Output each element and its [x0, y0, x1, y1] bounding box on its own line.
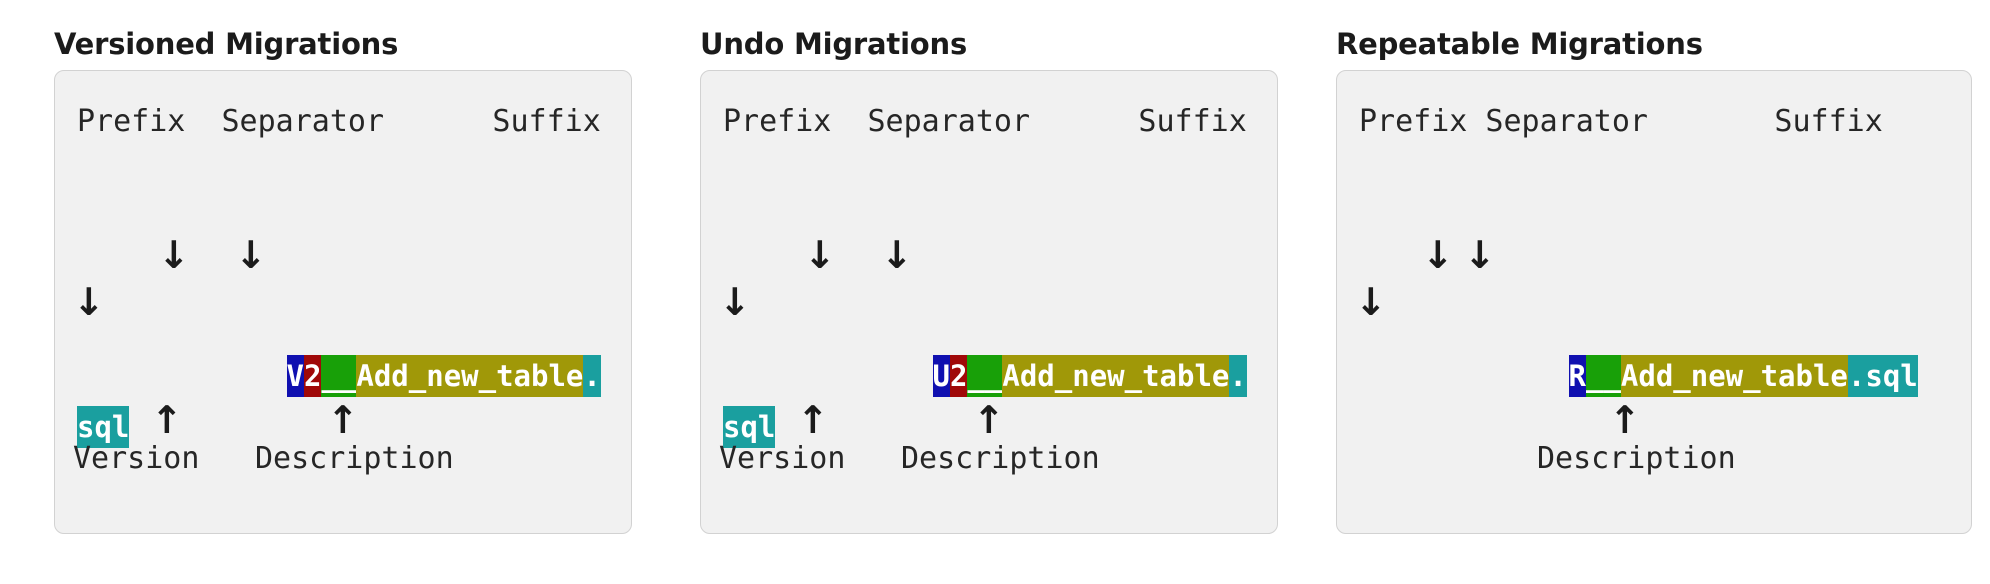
up-arrow-description: ↑ [327, 398, 359, 442]
card-title-undo: Undo Migrations [700, 27, 968, 61]
filename-segment-prefix: U [932, 355, 950, 397]
down-arrow-separator: ↓ [1422, 233, 1454, 277]
filename-lead-pad [217, 359, 287, 393]
filename-segment-description: Add_new_table [356, 355, 584, 397]
filename-segment-prefix: V [286, 355, 304, 397]
card-title-repeatable: Repeatable Migrations [1336, 27, 1703, 61]
bottom-label-description: Description [901, 441, 1100, 476]
down-arrow-separator: ↓ [804, 233, 836, 277]
down-arrow-prefix: ↓ [719, 280, 751, 324]
filename-repeatable: R__Add_new_table.sql [1359, 300, 1957, 453]
filename-lead-pad [863, 359, 933, 393]
bottom-label-description: Description [1537, 441, 1736, 476]
filename-segment-separator: __ [967, 355, 1003, 397]
card-column-undo: Undo Migrations Prefix Separator Suffix … [636, 0, 1278, 534]
header-labels-undo: Prefix Separator Suffix [723, 104, 1247, 139]
down-arrow-prefix: ↓ [1355, 280, 1387, 324]
card-repeatable: Prefix Separator Suffix ↓ ↓ ↓ R__Add_new… [1336, 70, 1972, 534]
down-arrow-suffix: ↓ [1464, 233, 1496, 277]
filename-lead-pad [1499, 359, 1569, 393]
down-arrow-prefix: ↓ [73, 280, 105, 324]
down-arrow-suffix: ↓ [235, 233, 267, 277]
card-column-versioned: Versioned Migrations Prefix Separator Su… [0, 0, 636, 534]
up-arrow-version: ↑ [151, 398, 183, 442]
filename-segment-version: 2 [950, 355, 968, 397]
card-undo: Prefix Separator Suffix ↓ ↓ ↓ U2__Add_ne… [700, 70, 1278, 534]
card-title-versioned: Versioned Migrations [54, 27, 399, 61]
up-arrow-description: ↑ [973, 398, 1005, 442]
up-arrow-description: ↑ [1609, 398, 1641, 442]
filename-segment-description: Add_new_table [1002, 355, 1230, 397]
filename-segment-separator: __ [321, 355, 357, 397]
bottom-label-version: Version [73, 441, 200, 476]
filename-undo: U2__Add_new_table.sql [723, 300, 1263, 504]
bottom-label-version: Version [719, 441, 846, 476]
bottom-label-description: Description [255, 441, 454, 476]
filename-versioned: V2__Add_new_table.sql [77, 300, 617, 504]
filename-segment-description: Add_new_table [1620, 355, 1848, 397]
filename-segment-prefix: R [1568, 355, 1586, 397]
header-labels-repeatable: Prefix Separator Suffix [1359, 104, 1883, 139]
up-arrow-version: ↑ [797, 398, 829, 442]
header-labels-versioned: Prefix Separator Suffix [77, 104, 601, 139]
filename-segment-separator: __ [1586, 355, 1621, 397]
card-column-repeatable: Repeatable Migrations Prefix Separator S… [1272, 0, 1990, 534]
card-versioned: Prefix Separator Suffix ↓ ↓ ↓ V2__Add_ne… [54, 70, 632, 534]
filename-segment-version: 2 [304, 355, 322, 397]
down-arrow-separator: ↓ [158, 233, 190, 277]
filename-segment-suffix: .sql [1847, 355, 1918, 397]
down-arrow-suffix: ↓ [881, 233, 913, 277]
